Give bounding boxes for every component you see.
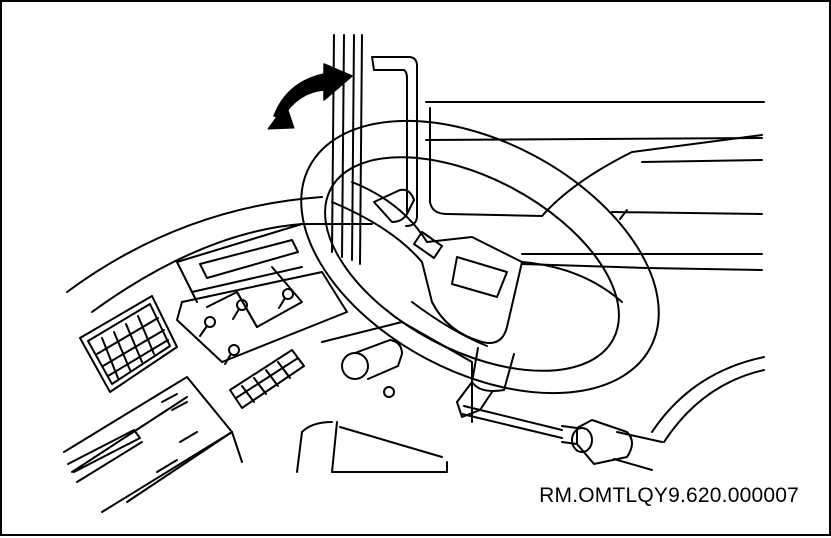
air-vent xyxy=(79,295,178,393)
pillar-bracket xyxy=(371,56,418,227)
curved-rotation-arrow-icon xyxy=(267,63,353,130)
key-tool xyxy=(461,405,663,471)
steering-wheel xyxy=(300,119,660,418)
switch-panel xyxy=(229,349,305,409)
figure-reference-code: RM.OMTLQY9.620.000007 xyxy=(539,484,799,507)
steering-column xyxy=(296,321,473,473)
right-lower-trim xyxy=(651,356,765,443)
panel-keys xyxy=(199,288,294,365)
lower-console xyxy=(63,376,243,513)
dashboard-left xyxy=(66,196,373,363)
dashboard-upper-right xyxy=(425,101,765,271)
